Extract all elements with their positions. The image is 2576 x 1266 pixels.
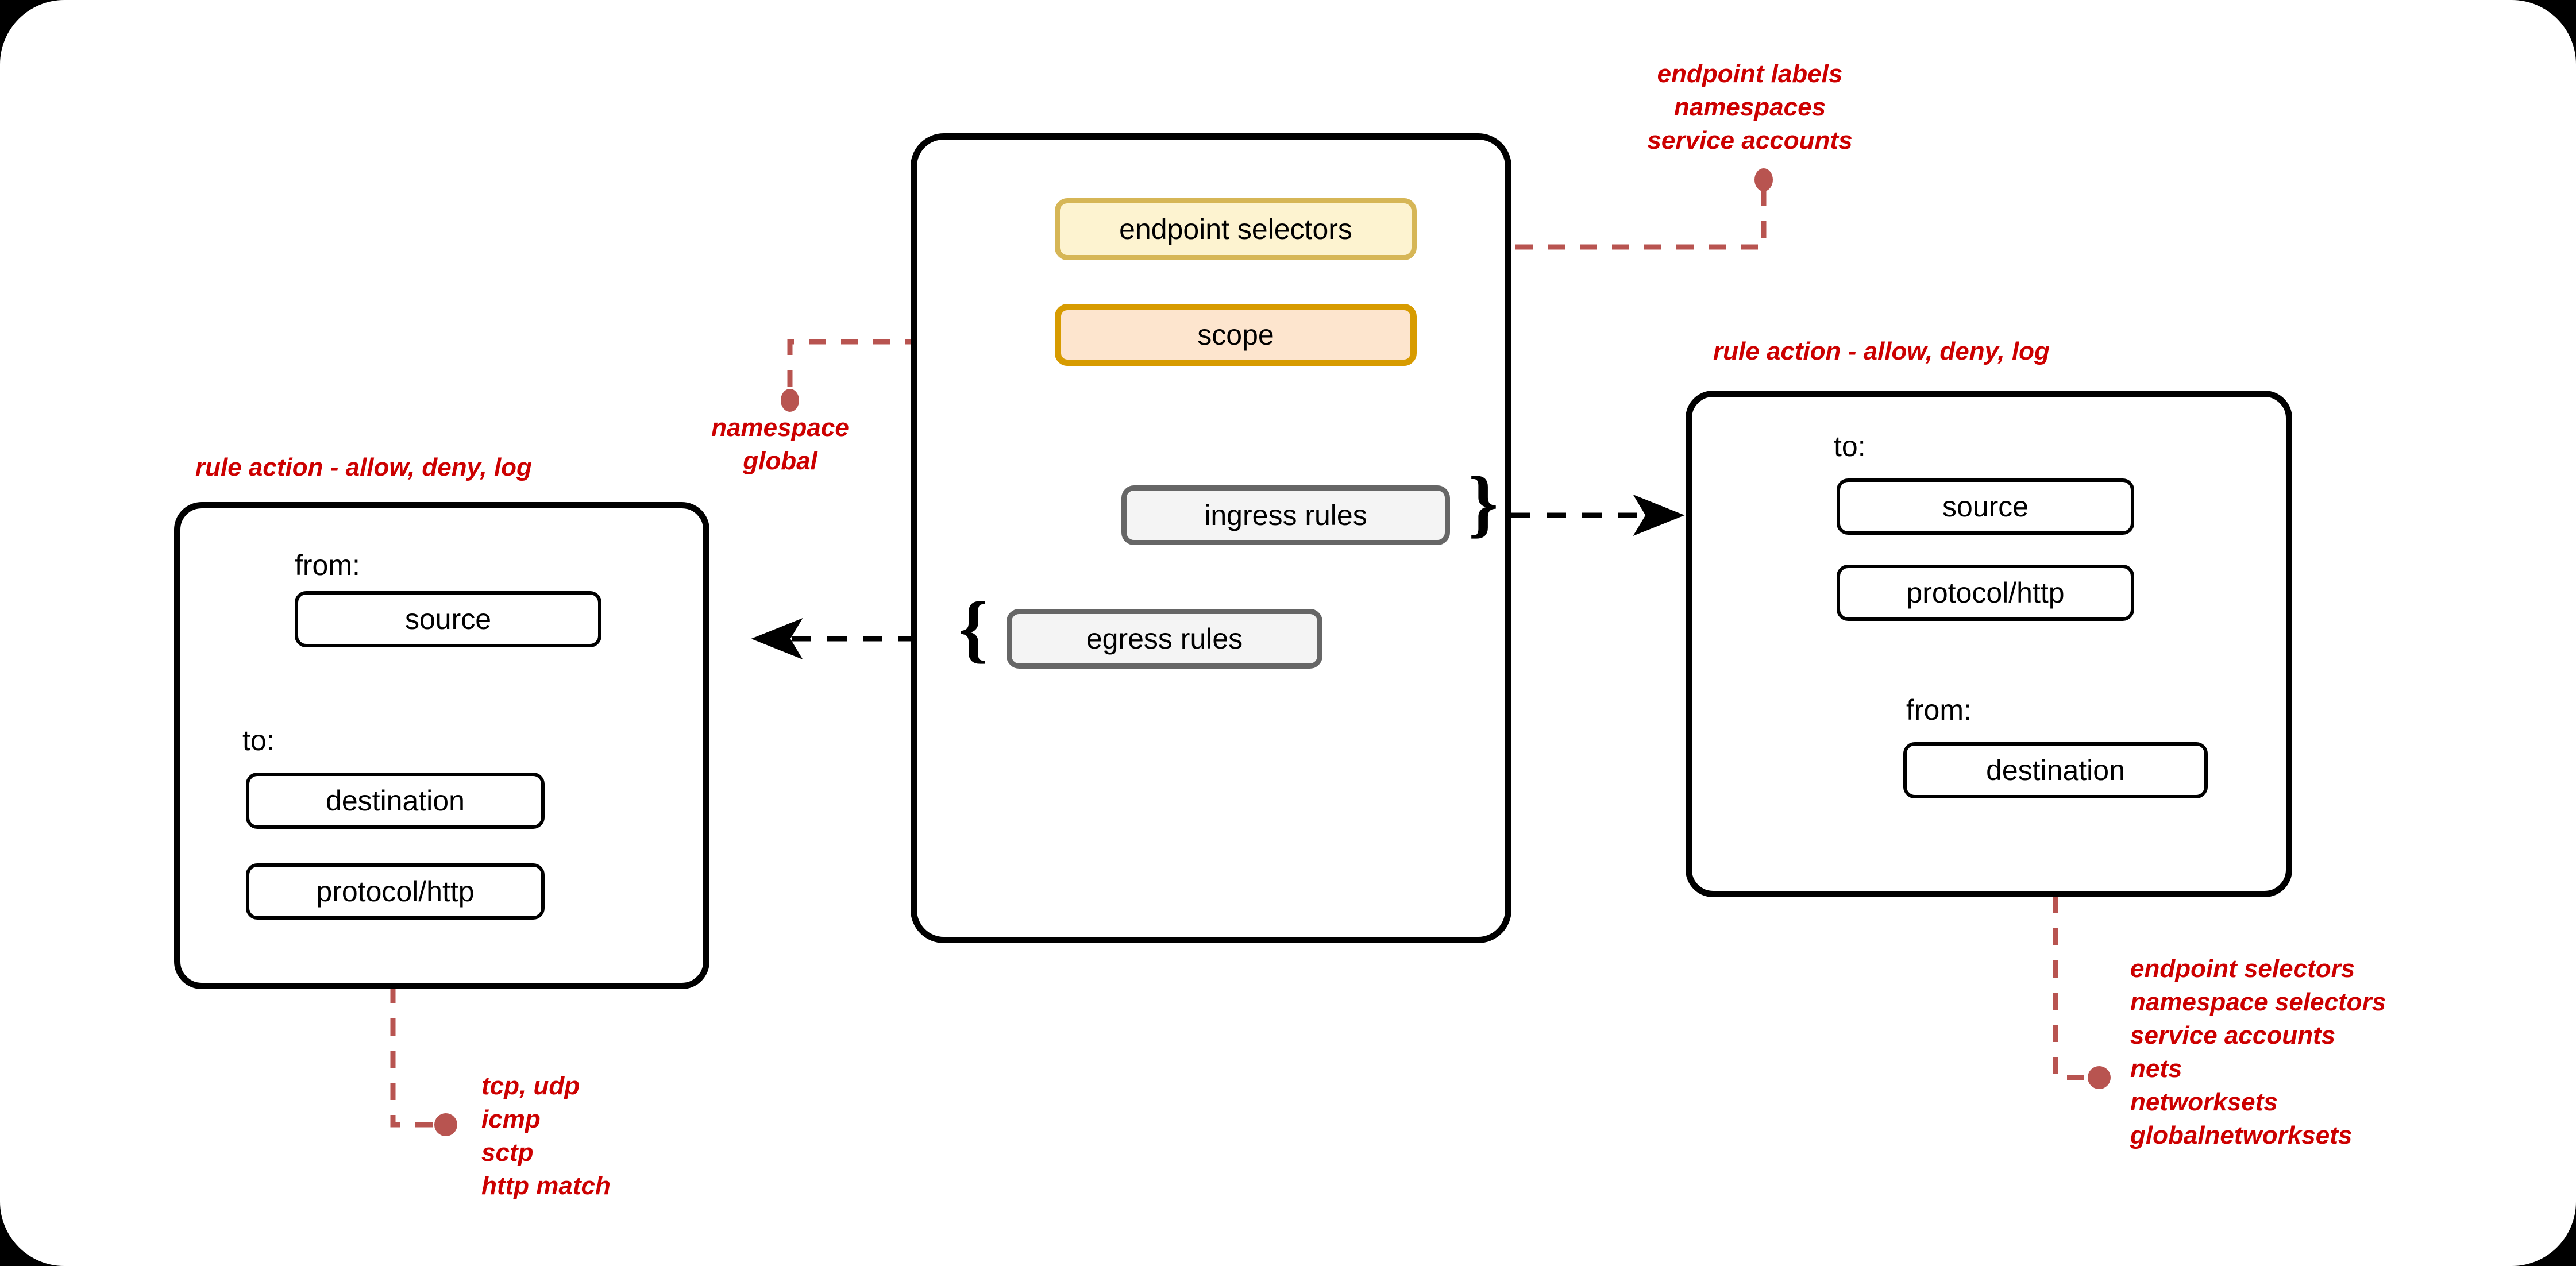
egress-brace-icon: { [958, 586, 989, 670]
egress-rules-box[interactable]: egress rules [1007, 609, 1322, 669]
ingress-rules-label: ingress rules [1204, 499, 1367, 531]
dot-destination [2088, 1066, 2111, 1089]
endpoint-selectors-box[interactable]: endpoint selectors [1055, 198, 1417, 260]
ingress-to-label: to: [1834, 430, 1866, 462]
annotation-destination-selectors: endpoint selectors namespace selectors s… [2130, 955, 2386, 1150]
egress-rules-label: egress rules [1086, 623, 1243, 655]
annotation-rule-action-right: rule action - allow, deny, log [1713, 337, 2050, 365]
egress-source-box[interactable]: source [295, 591, 601, 647]
egress-protocol-box[interactable]: protocol/http [246, 863, 545, 920]
dot-protocols [434, 1113, 457, 1136]
annotation-rule-action-left: rule action - allow, deny, log [195, 453, 532, 481]
annotation-protocols: tcp, udp icmp sctp http match [481, 1072, 611, 1201]
egress-source-label: source [404, 603, 492, 635]
egress-from-label: from: [295, 549, 360, 581]
ingress-source-box[interactable]: source [1837, 478, 2134, 535]
egress-destination-label: destination [326, 785, 465, 817]
annotation-scope-values: namespace global [711, 414, 849, 476]
egress-destination-box[interactable]: destination [246, 773, 545, 829]
ingress-rules-box[interactable]: ingress rules [1121, 485, 1450, 545]
dot-scope [781, 389, 799, 412]
egress-protocol-label: protocol/http [316, 875, 475, 908]
egress-rule-container [174, 502, 709, 989]
ingress-destination-box[interactable]: destination [1903, 742, 2208, 798]
endpoint-selectors-label: endpoint selectors [1119, 213, 1352, 245]
annotation-endpoint-selector-targets: endpoint labels namespaces service accou… [1647, 60, 1853, 155]
ingress-protocol-label: protocol/http [1906, 577, 2065, 609]
egress-to-label: to: [242, 724, 275, 756]
scope-label: scope [1197, 319, 1274, 351]
ingress-protocol-box[interactable]: protocol/http [1837, 565, 2134, 621]
ingress-brace-icon: } [1468, 461, 1499, 545]
ingress-source-label: source [1942, 491, 2029, 523]
dot-endpoint-selectors [1754, 168, 1773, 191]
ingress-from-label: from: [1906, 694, 1972, 726]
ingress-destination-label: destination [1986, 754, 2125, 786]
ingress-rule-container [1686, 391, 2292, 897]
scope-box[interactable]: scope [1055, 304, 1417, 366]
